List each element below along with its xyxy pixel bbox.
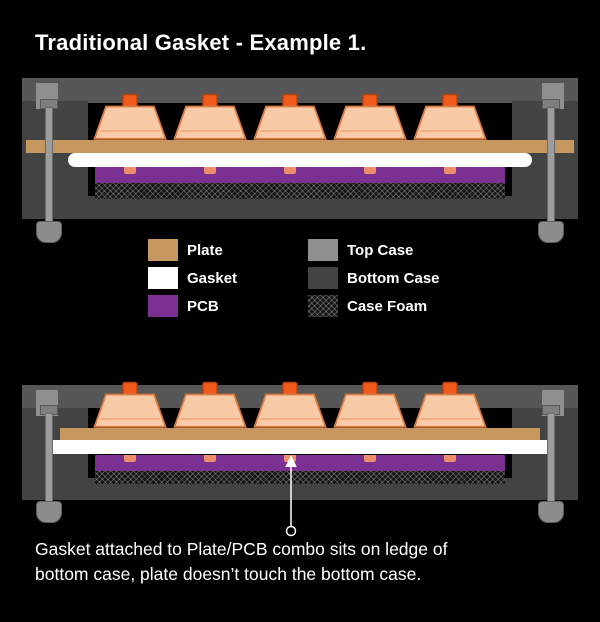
caption-line-2: bottom case, plate doesn’t touch the bot… — [35, 563, 422, 584]
screw-head — [538, 501, 564, 523]
switch-pin — [124, 455, 136, 462]
case-foam — [95, 469, 505, 484]
gasket — [50, 440, 550, 454]
switch — [253, 93, 327, 140]
switches-row — [20, 75, 580, 245]
caption-line-1: Gasket attached to Plate/PCB combo sits … — [35, 539, 448, 559]
legend-swatch-pcb — [148, 295, 178, 317]
legend-label: Case Foam — [347, 297, 428, 315]
switch-pin — [124, 167, 136, 174]
screw-right — [538, 99, 564, 245]
legend-item-bottom-case: Bottom Case — [308, 267, 468, 289]
legend-label: PCB — [187, 297, 219, 315]
legend-label: Top Case — [347, 241, 414, 259]
screw-head — [538, 221, 564, 243]
legend-swatch-plate — [148, 239, 178, 261]
screw-shaft — [45, 413, 53, 503]
top-case-bar — [22, 78, 578, 103]
switch — [93, 93, 167, 140]
screw-left — [36, 405, 62, 553]
bottom-case-tray — [22, 196, 578, 219]
screw-head — [36, 501, 62, 523]
screw-right — [538, 405, 564, 553]
legend-item-gasket: Gasket — [148, 267, 308, 289]
caption-text: Gasket attached to Plate/PCB combo sits … — [35, 537, 580, 587]
case-foam — [95, 183, 505, 199]
legend-swatch-bottom_case — [308, 267, 338, 289]
switch — [333, 381, 407, 428]
switch — [253, 381, 327, 428]
screw-shaft — [547, 107, 555, 225]
legend-swatch-case_foam — [308, 295, 338, 317]
legend-label: Gasket — [187, 269, 238, 287]
legend-label: Bottom Case — [347, 269, 440, 287]
switch-pin — [204, 455, 216, 462]
switch — [333, 93, 407, 140]
switch — [173, 93, 247, 140]
switch-pin — [444, 455, 456, 462]
legend-item-top-case: Top Case — [308, 239, 468, 261]
switch — [413, 93, 487, 140]
gasket — [68, 153, 532, 167]
screw-shaft — [45, 107, 53, 225]
legend-label: Plate — [187, 241, 223, 259]
pcb — [95, 167, 505, 183]
switch-pin — [364, 167, 376, 174]
screw-head — [36, 221, 62, 243]
switch — [173, 381, 247, 428]
legend-item-pcb: PCB — [148, 295, 308, 317]
plate — [26, 140, 574, 153]
page-title: Traditional Gasket - Example 1. — [35, 30, 367, 55]
screw-shaft — [547, 413, 555, 503]
legend-item-case-foam: Case Foam — [308, 295, 468, 317]
legend-swatch-top_case — [308, 239, 338, 261]
switch — [93, 381, 167, 428]
plate — [60, 428, 540, 441]
screw-left — [36, 99, 62, 245]
switch-pin — [364, 455, 376, 462]
pcb — [95, 455, 505, 471]
switch — [413, 381, 487, 428]
switch-pin — [284, 167, 296, 174]
switch-pin — [204, 167, 216, 174]
diagram-traditional-gasket-1 — [20, 75, 580, 245]
legend-swatch-gasket — [148, 267, 178, 289]
legend-item-plate: Plate — [148, 239, 308, 261]
switches-row — [20, 367, 580, 527]
diagram-traditional-gasket-2 — [20, 367, 580, 527]
switch-pin — [444, 167, 456, 174]
annotation-arrow-icon — [285, 455, 297, 537]
